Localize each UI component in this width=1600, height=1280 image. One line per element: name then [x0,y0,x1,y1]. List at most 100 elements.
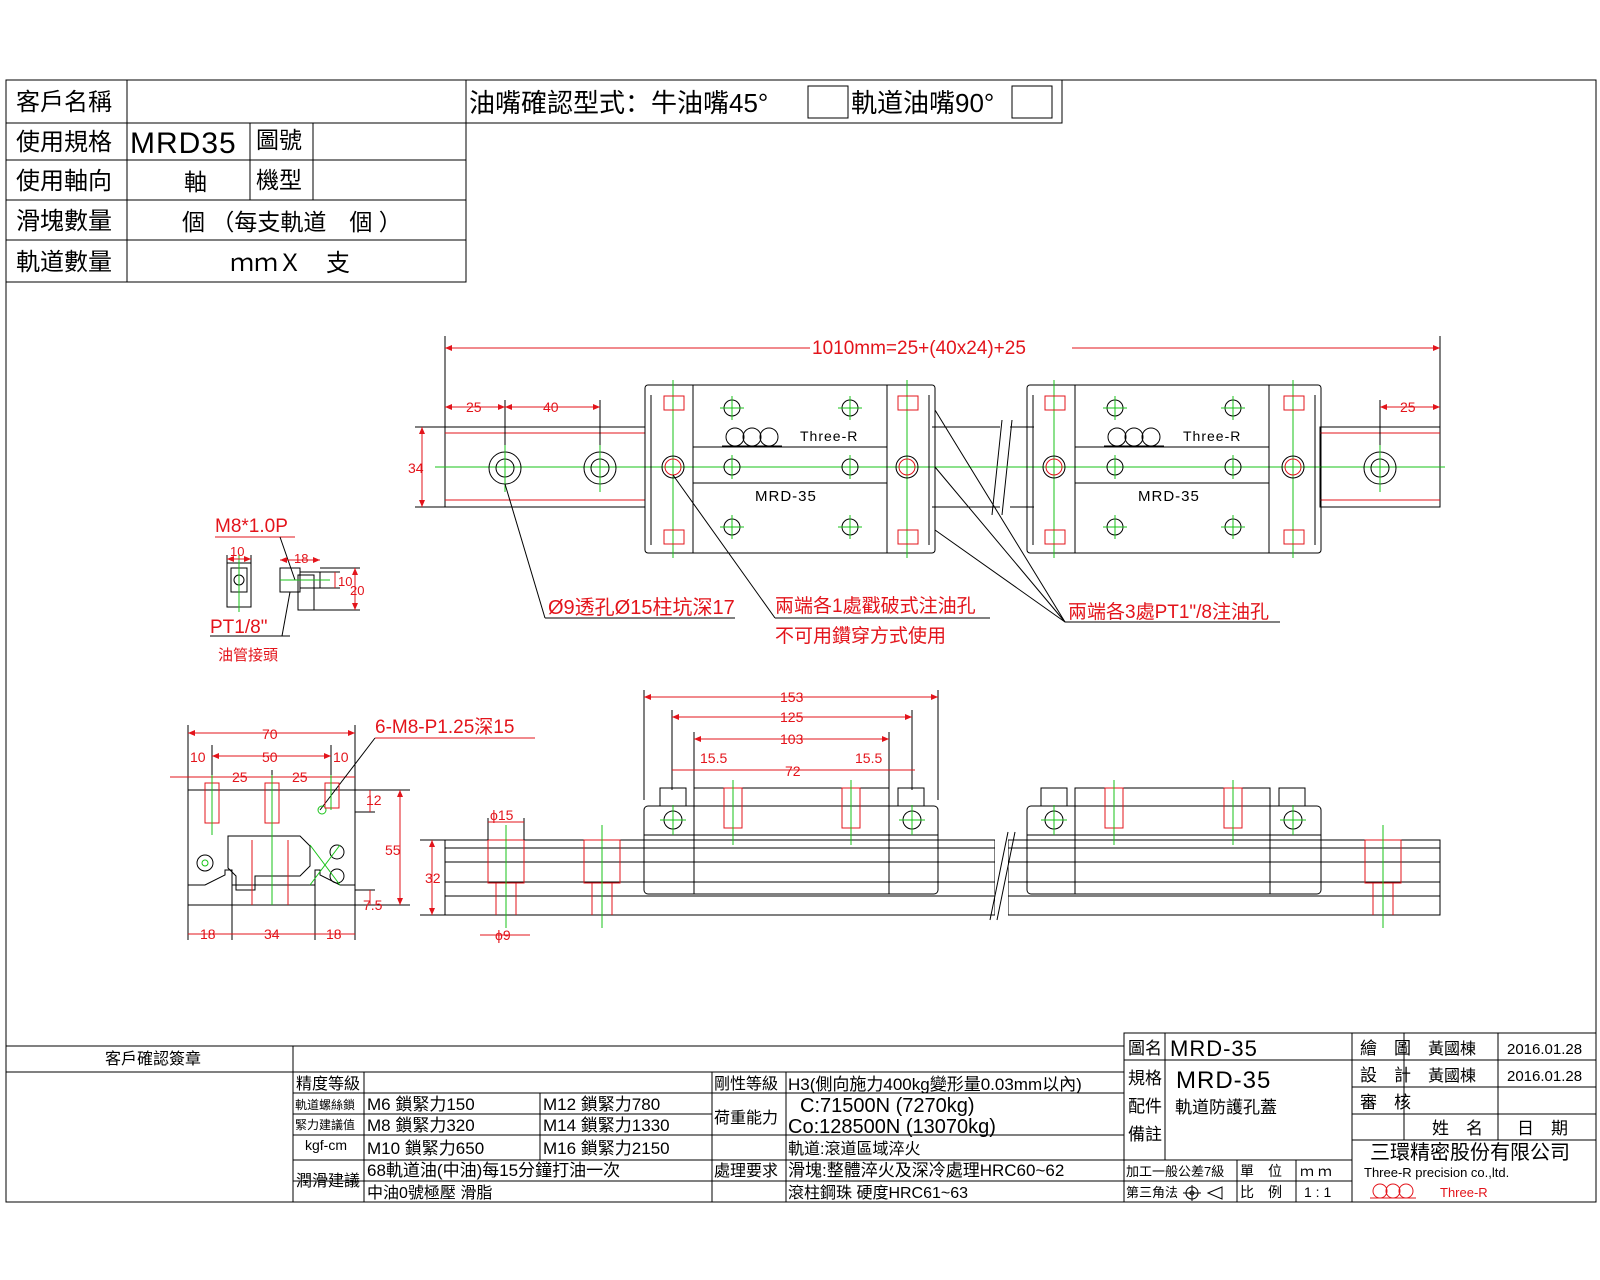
carriage-block-1: MRD-35 Three-R [644,380,936,558]
bolt-label-2: 緊力建議值 [295,1117,355,1132]
axis-label: 使用軸向 [16,168,112,195]
end-dim-34: 34 [264,926,280,942]
title-block: 圖名 MRD-35 規格 MRD-35 配件 軌道防護孔蓋 備註 加工一般公差7… [1123,1032,1597,1203]
scale-value: 1 : 1 [1304,1184,1331,1200]
rigidity-value: H3(側向施力400kg變形量0.03mm以內) [788,1075,1082,1094]
rail-qty-value: ｍｍＸ 支 [230,250,350,277]
end-dim-18-left: 18 [200,926,216,942]
block-qty-label: 滑塊數量 [16,208,112,235]
end-dim-10-left: 10 [190,749,206,765]
bolt-m6: M6 鎖緊力150 [367,1095,475,1114]
dim-25-right: 25 [1400,399,1416,415]
treat-3: 滾柱鋼珠 硬度HRC61~63 [788,1184,968,1202]
company-name-en: Three-R precision co.,ltd. [1364,1165,1509,1180]
fitting-name: 油管接頭 [218,647,278,664]
top-view: 1010mm=25+(40x24)+25 34 25 40 25 [408,336,1445,647]
block-1-brand: Three-R [800,428,858,444]
spec-tb: MRD-35 [1176,1067,1271,1094]
side-dim-72: 72 [785,763,801,779]
precision-label: 精度等級 [296,1075,360,1093]
rail-nipple-checkbox[interactable] [1011,85,1053,119]
side-view: 153 125 103 15.5 72 15.5 32 [420,689,1441,943]
spec-label: 使用規格 [16,129,112,156]
end-dim-10-right: 10 [333,749,349,765]
nipple-confirm-text: 油嘴確認型式：牛油嘴45° [469,88,768,118]
side-dim-153: 153 [780,689,804,705]
note-oil-hole-1: 兩端各1處戳破式注油孔 [775,595,976,617]
spec-value: MRD35 [130,127,237,160]
side-dim-15-5-left: 15.5 [700,750,727,766]
rail-hole [1363,445,1397,492]
projection: 第三角法 [1126,1185,1178,1200]
draw-date: 2016.01.28 [1507,1041,1582,1058]
block-1-label: MRD-35 [755,488,817,505]
dim-34-top: 34 [408,460,424,476]
end-dim-12: 12 [366,792,382,808]
dim-25-left: 25 [466,399,482,415]
spec-label-tb: 規格 [1128,1069,1162,1088]
part-value: 軌道防護孔蓋 [1175,1098,1277,1117]
load-label: 荷重能力 [714,1109,778,1127]
side-dim-125: 125 [780,709,804,725]
drawer-name: 黃國棟 [1428,1040,1476,1058]
drawing-no-label: 圖號 [256,127,302,153]
review-label: 審 核 [1360,1093,1411,1112]
fitting-dim-10a: 10 [230,544,244,559]
block-2-label: MRD-35 [1138,488,1200,505]
unit-value: ｍ ｍ [1300,1163,1332,1179]
grease-nipple-checkbox[interactable] [807,85,849,119]
end-thread-note: 6-M8-P1.25深15 [375,716,514,738]
load-co: Co:128500N (13070kg) [788,1116,996,1138]
logo-text: Three-R [1440,1185,1488,1200]
fitting-dim-10b: 10 [338,574,352,589]
block-qty-value: 個 （每支軌道 個 ） [182,209,402,235]
bolt-unit: kgf-cm [305,1137,347,1153]
customer-name-label: 客戶名稱 [16,89,112,116]
end-dim-7-5: 7.5 [363,897,383,913]
lube-2: 中油0號極壓 滑脂 [367,1184,492,1202]
side-dim-103: 103 [780,731,804,747]
design-label: 設 計 [1360,1066,1411,1085]
side-dim-15-5-right: 15.5 [855,750,882,766]
rail-hole [583,445,617,492]
rail-nipple-text: 軌道油嘴90° [851,88,994,118]
load-c: C:71500N (7270kg) [800,1095,975,1117]
note-mounting-hole: Ø9透孔Ø15柱坑深17 [548,596,735,619]
scale-label: 比 例 [1240,1184,1282,1200]
designer-name: 黃國棟 [1428,1067,1476,1085]
block-2-brand: Three-R [1183,428,1241,444]
end-dim-70: 70 [262,726,278,742]
dim-40: 40 [543,399,559,415]
side-dim-32: 32 [425,870,441,886]
draw-label: 繪 圖 [1360,1039,1411,1058]
end-dim-25-right: 25 [292,769,308,785]
bolt-m16: M16 鎖緊力2150 [543,1139,670,1158]
note-pt-hole: 兩端各3處PT1"/8注油孔 [1068,601,1269,623]
side-dim-phi15: ϕ15 [490,807,514,823]
bolt-m12: M12 鎖緊力780 [543,1095,660,1114]
bolt-m10: M10 鎖緊力650 [367,1139,484,1158]
lube-label: 潤滑建議 [296,1172,360,1190]
end-dim-50: 50 [262,749,278,765]
brand-logo-icon [1104,427,1164,447]
rigidity-label: 剛性等級 [714,1075,778,1093]
customer-stamp-label: 客戶確認簽章 [105,1050,201,1068]
lube-1: 68軌道油(中油)每15分鐘打油一次 [367,1161,620,1180]
treat-1: 軌道:滾道區域淬火 [788,1140,920,1158]
side-dim-phi9: ϕ9 [495,927,511,943]
treat-2: 滑塊:整體淬火及深冷處理HRC60~62 [788,1161,1064,1180]
treat-label: 處理要求 [714,1162,778,1180]
note-oil-hole-2: 不可用鑽穿方式使用 [775,625,946,647]
unit-label: 單 位 [1240,1163,1282,1179]
projection-symbol-icon [1183,1185,1223,1201]
end-dim-25-left: 25 [232,769,248,785]
fitting-detail: M8*1.0P 10 18 10 20 PT1/8" 油管接頭 [210,516,364,664]
bolt-m8: M8 鎖緊力320 [367,1116,475,1135]
name-label: 姓 名 [1432,1119,1483,1138]
fitting-pt: PT1/8" [210,617,267,638]
carriage-block-2: MRD-35 Three-R [1026,380,1322,558]
company-name: 三環精密股份有限公司 [1370,1141,1570,1164]
date-label: 日 期 [1517,1119,1568,1138]
tolerance: 加工一般公差7級 [1126,1164,1224,1179]
